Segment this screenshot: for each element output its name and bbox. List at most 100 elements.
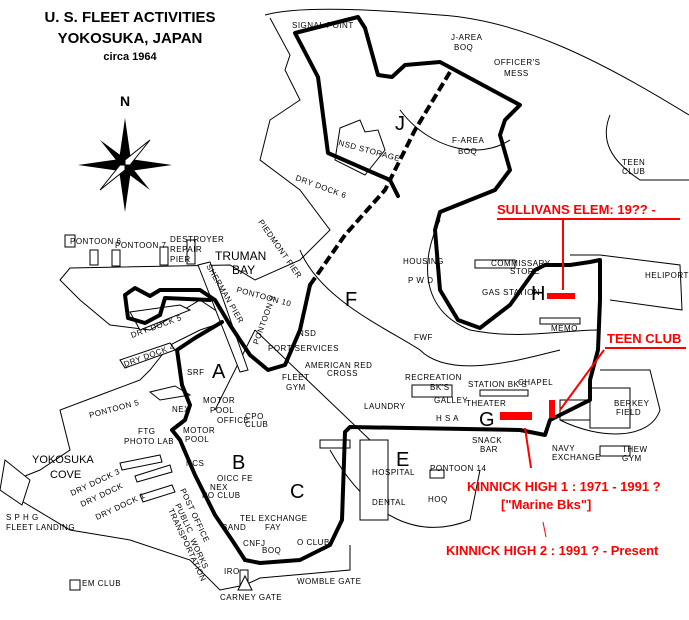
compass-rose-icon: N bbox=[78, 93, 172, 212]
label-j-area: J-AREA bbox=[451, 33, 483, 42]
area-j-label: J bbox=[395, 113, 405, 135]
label-hospital: HOSPITAL bbox=[372, 468, 415, 477]
area-e-label: E bbox=[396, 449, 409, 471]
label-fleet-gym: GYM bbox=[286, 383, 306, 392]
label-pool: POOL bbox=[185, 435, 209, 444]
label-fay: FAY bbox=[265, 523, 281, 532]
label-fleet-landing: FLEET LANDING bbox=[6, 523, 75, 532]
label-memo: MEMO bbox=[551, 324, 578, 333]
label-f-boq: BOQ bbox=[458, 147, 477, 156]
label-cpo: CPO bbox=[245, 412, 264, 421]
label-port-services: PORT SERVICES bbox=[268, 344, 339, 353]
label-thew: THEW bbox=[622, 445, 648, 454]
label-exchange: EXCHANGE bbox=[552, 453, 601, 462]
area-b-label: B bbox=[232, 452, 245, 474]
label-dental: DENTAL bbox=[372, 498, 406, 507]
label-heliport: HELIPORT bbox=[645, 271, 689, 280]
label-motor-pool: MOTOR bbox=[183, 426, 215, 435]
label-yokosuka: YOKOSUKA bbox=[32, 454, 94, 466]
label-band: BAND bbox=[222, 523, 246, 532]
label-hsa: H S A bbox=[436, 414, 459, 423]
label-motor: MOTOR bbox=[203, 396, 235, 405]
label-nex: NEX bbox=[172, 405, 190, 414]
label-pontoon-14: PONTOON 14 bbox=[430, 464, 486, 473]
label-american-red: AMERICAN RED bbox=[305, 361, 372, 370]
label-signal-point: SIGNAL POINT bbox=[292, 21, 354, 30]
label-hoq: HOQ bbox=[428, 495, 448, 504]
area-h-label: H bbox=[531, 283, 545, 305]
label-bks: BK'S bbox=[430, 383, 450, 392]
kinnick-high-2-annotation: KINNICK HIGH 2 : 1991 ? - Present bbox=[446, 543, 659, 558]
label-sphg: S P H G bbox=[6, 513, 39, 522]
label-cpo-club: CLUB bbox=[245, 420, 268, 429]
label-housing: HOUSING bbox=[403, 257, 444, 266]
label-bay: BAY bbox=[232, 263, 255, 277]
area-c-label: C bbox=[290, 481, 304, 503]
label-f-area: F-AREA bbox=[452, 136, 485, 145]
label-destroyer: DESTROYER bbox=[170, 235, 224, 244]
label-club: CLUB bbox=[622, 167, 645, 176]
label-pontoon-6: PONTOON 6 bbox=[70, 237, 122, 246]
label-commissary: COMMISSARY bbox=[491, 259, 551, 268]
label-pwd: P W D bbox=[408, 276, 433, 285]
label-dry-dock-6: DRY DOCK 6 bbox=[294, 173, 348, 200]
label-srf: SRF bbox=[187, 368, 205, 377]
marine-bks-annotation: ["Marine Bks"] bbox=[501, 497, 591, 512]
label-dry-dock-4: DRY DOCK 4 bbox=[123, 342, 177, 369]
label-fleet: FLEET bbox=[282, 373, 309, 382]
kinnick-high-1-marker bbox=[500, 412, 532, 420]
area-f-label: F bbox=[345, 289, 357, 311]
teen-club-marker bbox=[549, 400, 555, 418]
map-title-line2: YOKOSUKA, JAPAN bbox=[58, 30, 203, 47]
label-ftg: FTG bbox=[138, 427, 156, 436]
label-nex2: NEX bbox=[210, 483, 228, 492]
label-fwf: FWF bbox=[414, 333, 433, 342]
label-pontoon-9: PONTOON 9 bbox=[251, 294, 277, 345]
label-photo-lab: PHOTO LAB bbox=[124, 437, 174, 446]
label-pontoon-10: PONTOON 10 bbox=[235, 285, 292, 308]
label-cross: CROSS bbox=[327, 369, 358, 378]
teen-club-annotation: TEEN CLUB bbox=[607, 331, 681, 346]
label-laundry: LAUNDRY bbox=[364, 402, 406, 411]
label-oicc: OICC FE bbox=[217, 474, 253, 483]
label-theater: THEATER bbox=[466, 399, 506, 408]
kinnick-high-1-annotation: KINNICK HIGH 1 : 1971 - 1991 ? bbox=[467, 479, 661, 494]
label-j-boq: BOQ bbox=[454, 43, 473, 52]
map-title-line3: circa 1964 bbox=[103, 51, 157, 63]
label-o-club: O CLUB bbox=[297, 538, 330, 547]
label-pontoon-5: PONTOON 5 bbox=[88, 398, 140, 420]
label-teen: TEEN bbox=[622, 158, 645, 167]
label-iro: IRO bbox=[224, 567, 240, 576]
label-cove: COVE bbox=[50, 469, 81, 481]
label-boq2: BOQ bbox=[262, 546, 281, 555]
label-pier: PIER bbox=[170, 255, 191, 264]
label-mess: MESS bbox=[504, 69, 529, 78]
label-office: OFFICE bbox=[217, 416, 249, 425]
label-em-club: EM CLUB bbox=[82, 579, 121, 588]
label-po-club: PO CLUB bbox=[202, 491, 241, 500]
label-berkey: BERKEY bbox=[614, 399, 650, 408]
label-carney-gate: CARNEY GATE bbox=[220, 593, 282, 602]
label-galley: GALLEY bbox=[434, 396, 468, 405]
sullivans-marker bbox=[547, 293, 575, 299]
label-pool-office: POOL bbox=[210, 406, 234, 415]
label-bar: BAR bbox=[480, 445, 498, 454]
label-field: FIELD bbox=[616, 408, 641, 417]
bus-route bbox=[123, 15, 602, 565]
label-nsd: NSD bbox=[298, 329, 316, 338]
label-snack: SNACK bbox=[472, 436, 502, 445]
map-title-line1: U. S. FLEET ACTIVITIES bbox=[44, 9, 215, 26]
shoreline bbox=[14, 8, 689, 591]
area-g-label: G bbox=[479, 409, 495, 431]
buildings bbox=[319, 119, 631, 521]
label-store: STORE bbox=[510, 267, 540, 276]
label-tel-exchange: TEL EXCHANGE bbox=[240, 514, 308, 523]
label-ncs: NCS bbox=[186, 459, 204, 468]
label-pontoon-7: PONTOON 7 bbox=[115, 241, 167, 250]
label-station-bks: STATION BK'S bbox=[468, 380, 527, 389]
label-truman: TRUMAN bbox=[215, 249, 266, 263]
label-cnfj: CNFJ bbox=[243, 539, 265, 548]
label-gas-station: GAS STATION bbox=[482, 288, 540, 297]
